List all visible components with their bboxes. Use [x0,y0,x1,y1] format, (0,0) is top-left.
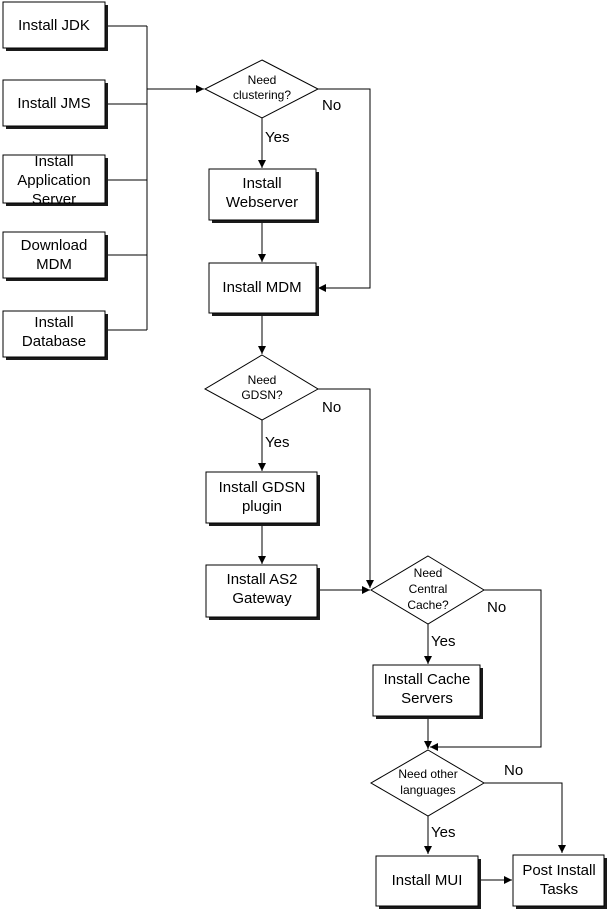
decision-centralcache: Need Central Cache? [370,555,485,625]
box-mui-label: Install MUI [392,872,463,889]
box-post-label-1: Post Install [522,862,595,879]
box-mdm-label: Install MDM [222,279,301,296]
decision-languages-label-1: Need other [398,767,457,781]
box-gdsnplugin-label-1: Install GDSN [219,479,306,496]
box-webserver-label-2: Webserver [226,194,298,211]
connectors [107,25,566,884]
decision-clustering-label-2: clustering? [233,88,291,102]
box-jdk-label: Install JDK [18,17,90,34]
decision-centralcache-label-2: Central [409,582,448,596]
decision-centralcache-label-1: Need [414,566,443,580]
label-gdsn-no: No [322,399,341,416]
decision-clustering: Need clustering? [203,59,320,119]
label-languages-yes: Yes [431,824,455,841]
box-mui: Install MUI [375,855,481,909]
box-jdk: Install JDK [2,1,108,51]
label-centralcache-no: No [487,599,506,616]
connector-languages-no [484,782,566,853]
box-cache-label-1: Install Cache [384,671,471,688]
decision-gdsn-label-1: Need [248,373,277,387]
label-gdsn-yes: Yes [265,434,289,451]
box-database-label-2: Database [22,333,86,350]
decision-clustering-label-1: Need [248,73,277,87]
connector-clustering-no [318,88,371,292]
box-cache-label-2: Servers [401,690,453,707]
box-mdmdownload-label-1: Download [21,237,88,254]
box-jms-label: Install JMS [17,95,90,112]
decision-languages: Need other languages [370,749,485,817]
box-appserver: Install Application Server [2,153,108,208]
box-database-label-1: Install [34,314,73,331]
box-database: Install Database [2,310,108,360]
decision-centralcache-label-3: Cache? [407,598,449,612]
box-gdsnplugin: Install GDSN plugin [205,471,320,526]
box-mdm: Install MDM [208,262,319,316]
box-webserver-label-1: Install [242,175,281,192]
connector-centralcache-no [430,589,542,751]
box-post-label-2: Tasks [540,881,578,898]
box-as2-label-2: Gateway [232,590,292,607]
branch-labels: No Yes No Yes No Yes No Yes [265,97,523,841]
box-as2-label-1: Install AS2 [227,571,298,588]
decision-gdsn: Need GDSN? [203,354,319,421]
decision-languages-label-2: languages [400,783,455,797]
label-languages-no: No [504,762,523,779]
box-jms: Install JMS [2,79,108,129]
label-clustering-yes: Yes [265,129,289,146]
connector-gdsn-no [318,388,374,588]
box-gdsnplugin-label-2: plugin [242,498,282,515]
box-appserver-label-1: Install [34,153,73,170]
box-webserver: Install Webserver [208,168,319,223]
box-cache: Install Cache Servers [372,664,483,719]
box-mdmdownload: Download MDM [2,231,108,281]
box-appserver-label-3: Server [32,191,76,208]
box-mdmdownload-label-2: MDM [36,256,72,273]
box-as2: Install AS2 Gateway [205,564,320,620]
label-clustering-no: No [322,97,341,114]
decision-gdsn-label-2: GDSN? [241,388,283,402]
label-centralcache-yes: Yes [431,633,455,650]
box-post: Post Install Tasks [512,854,607,909]
box-appserver-label-2: Application [17,172,90,189]
